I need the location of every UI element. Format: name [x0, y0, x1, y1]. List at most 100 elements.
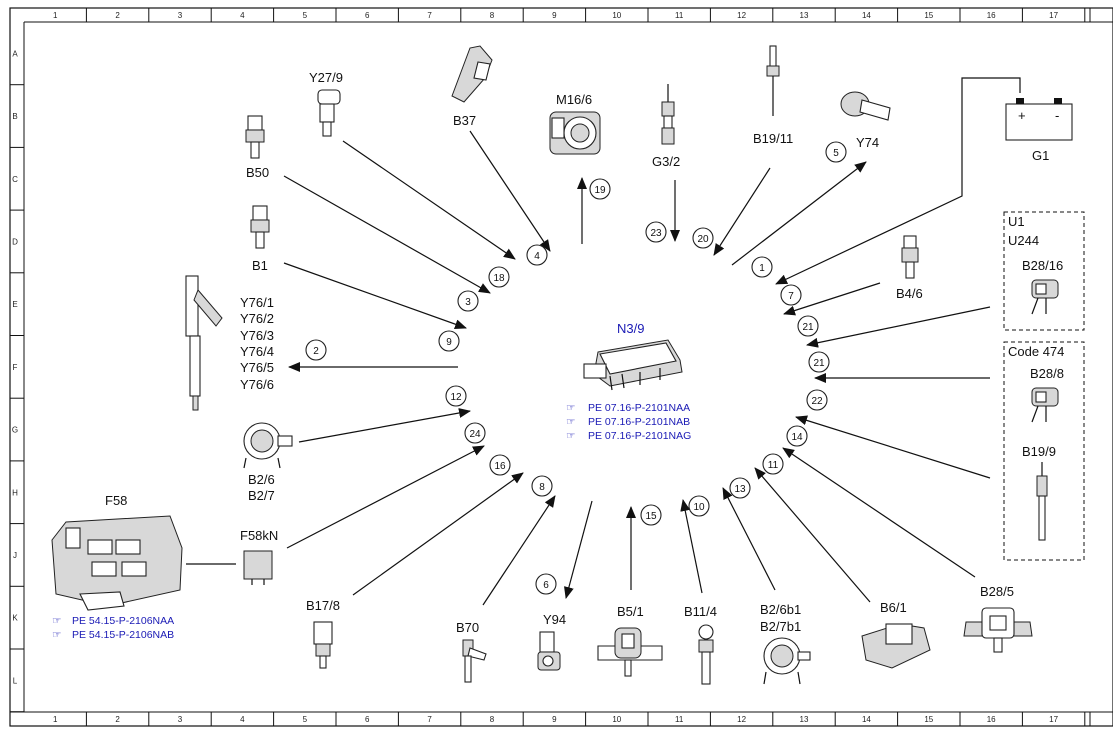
component-label: B4/6 — [896, 286, 923, 301]
ref-icon: ☞ — [566, 416, 575, 428]
component-label: B2/7 — [248, 488, 275, 503]
pedal-sensor-icon — [451, 45, 493, 103]
grid-column-label: 15 — [924, 11, 933, 20]
temp-sensor-icon — [250, 205, 270, 249]
throttle-actuator-icon — [549, 111, 601, 155]
ecu-ref-3[interactable]: PE 07.16-P-2101NAG — [588, 430, 691, 442]
signal-badge-21b: 21 — [808, 351, 830, 373]
grid-column-label: 12 — [737, 715, 746, 724]
arrow-9 — [283, 262, 467, 330]
camshaft-sensor-icon — [861, 623, 931, 669]
grid-column-label: 13 — [800, 715, 809, 724]
signal-number: 1 — [759, 263, 765, 274]
grid-column-label: 8 — [490, 715, 495, 724]
component-label: B2/6b1 — [760, 602, 801, 617]
grid-column-label: 16 — [987, 11, 996, 20]
arrow-11 — [754, 467, 871, 603]
pressure-valve-icon — [840, 91, 891, 121]
rail-pressure-sensor-icon — [1031, 279, 1059, 315]
crankshaft-sensor-icon — [462, 639, 487, 683]
component-b5-1: B5/1 — [597, 604, 663, 677]
signal-badge-3: 3 — [457, 290, 479, 312]
component-label: B19/11 — [753, 131, 793, 146]
signal-badge-22: 22 — [806, 389, 828, 411]
signal-number: 18 — [493, 273, 505, 284]
component-m16-6: M16/6 — [549, 92, 601, 155]
component-label: F58 — [105, 493, 127, 508]
ecu-ref-1[interactable]: PE 07.16-P-2101NAA — [588, 402, 690, 414]
injector-label-4: Y76/4 — [240, 344, 274, 359]
signal-badge-13: 13 — [729, 477, 751, 499]
grid-column-label: 4 — [240, 715, 245, 724]
signal-badge-16: 16 — [489, 454, 511, 476]
ecu-icon — [583, 339, 683, 391]
air-mass-sensor-icon — [243, 422, 293, 469]
temp-sensor-icon — [245, 115, 265, 159]
grid-column-label: 6 — [365, 11, 370, 20]
component-f58kn: F58kN — [240, 528, 278, 585]
component-b6-1: B6/1 — [861, 600, 931, 669]
component-b28-5: B28/5 — [963, 584, 1033, 653]
arrow-22 — [795, 415, 991, 479]
signal-badge-11: 11 — [762, 453, 784, 475]
pressure-sensor-icon — [1031, 387, 1059, 423]
component-label: B2/7b1 — [760, 619, 801, 634]
arrow-10 — [680, 499, 703, 594]
component-b70: B70 — [456, 620, 487, 683]
arrow-12 — [298, 408, 471, 443]
injector-label-2: Y76/2 — [240, 311, 274, 326]
component-label: G1 — [1032, 148, 1049, 163]
grid-row-label: B — [12, 112, 17, 121]
grid-row-label: J — [13, 551, 17, 560]
signal-number: 23 — [650, 228, 662, 239]
component-label: G3/2 — [652, 154, 680, 169]
grid-column-label: 12 — [737, 11, 746, 20]
grid-column-label: 10 — [612, 11, 621, 20]
grid-column-label: 6 — [365, 715, 370, 724]
signal-arrows — [186, 77, 1021, 606]
signal-badge-18: 18 — [488, 266, 510, 288]
component-label: M16/6 — [556, 92, 592, 107]
arrow-18 — [342, 140, 516, 260]
injector-label-1: Y76/1 — [240, 295, 274, 310]
component-label: B11/4 — [684, 604, 717, 619]
signal-badge-20: 20 — [692, 227, 714, 249]
grid-column-label: 1 — [53, 11, 58, 20]
grid-row-label: A — [12, 49, 18, 58]
ecu-ref-2[interactable]: PE 07.16-P-2101NAB — [588, 416, 690, 428]
arrow-13 — [722, 487, 776, 591]
arrow-5 — [731, 161, 867, 266]
fuse-ref-1[interactable]: PE 54.15-P-2106NAA — [72, 615, 174, 627]
coolant-temp-sensor-icon — [698, 624, 714, 685]
grid-column-label: 10 — [612, 715, 621, 724]
grid-column-label: 14 — [862, 715, 871, 724]
grid-column-label: 17 — [1049, 715, 1058, 724]
grid-column-label: 11 — [675, 715, 684, 724]
group-title: Code 474 — [1008, 344, 1064, 359]
arrow-8 — [482, 495, 556, 606]
arrow-4 — [469, 130, 551, 252]
temp-pressure-sensor-icon — [313, 621, 333, 669]
signal-number: 11 — [768, 460, 779, 471]
component-label: Y27/9 — [309, 70, 343, 85]
component-label: B28/16 — [1022, 258, 1063, 273]
signal-badge-15: 15 — [640, 504, 662, 526]
grid-column-label: 9 — [552, 11, 557, 20]
injector-label-5: Y76/5 — [240, 360, 274, 375]
signal-number: 8 — [539, 482, 545, 493]
grid-row-label: F — [13, 363, 18, 372]
grid-row-label: C — [12, 175, 18, 184]
component-b2-6: B2/6 B2/7 — [243, 422, 293, 503]
grid-column-label: 11 — [675, 11, 684, 20]
battery-minus: - — [1055, 108, 1059, 123]
grid-row-label: H — [12, 488, 18, 497]
arrow-6 — [564, 500, 593, 599]
grid-column-label: 9 — [552, 715, 557, 724]
component-g3-2: G3/2 — [652, 84, 680, 169]
signal-number: 16 — [494, 461, 506, 472]
fuse-ref-2[interactable]: PE 54.15-P-2106NAB — [72, 629, 174, 641]
valve-icon — [317, 89, 341, 137]
component-b4-6: B4/6 — [896, 235, 923, 301]
